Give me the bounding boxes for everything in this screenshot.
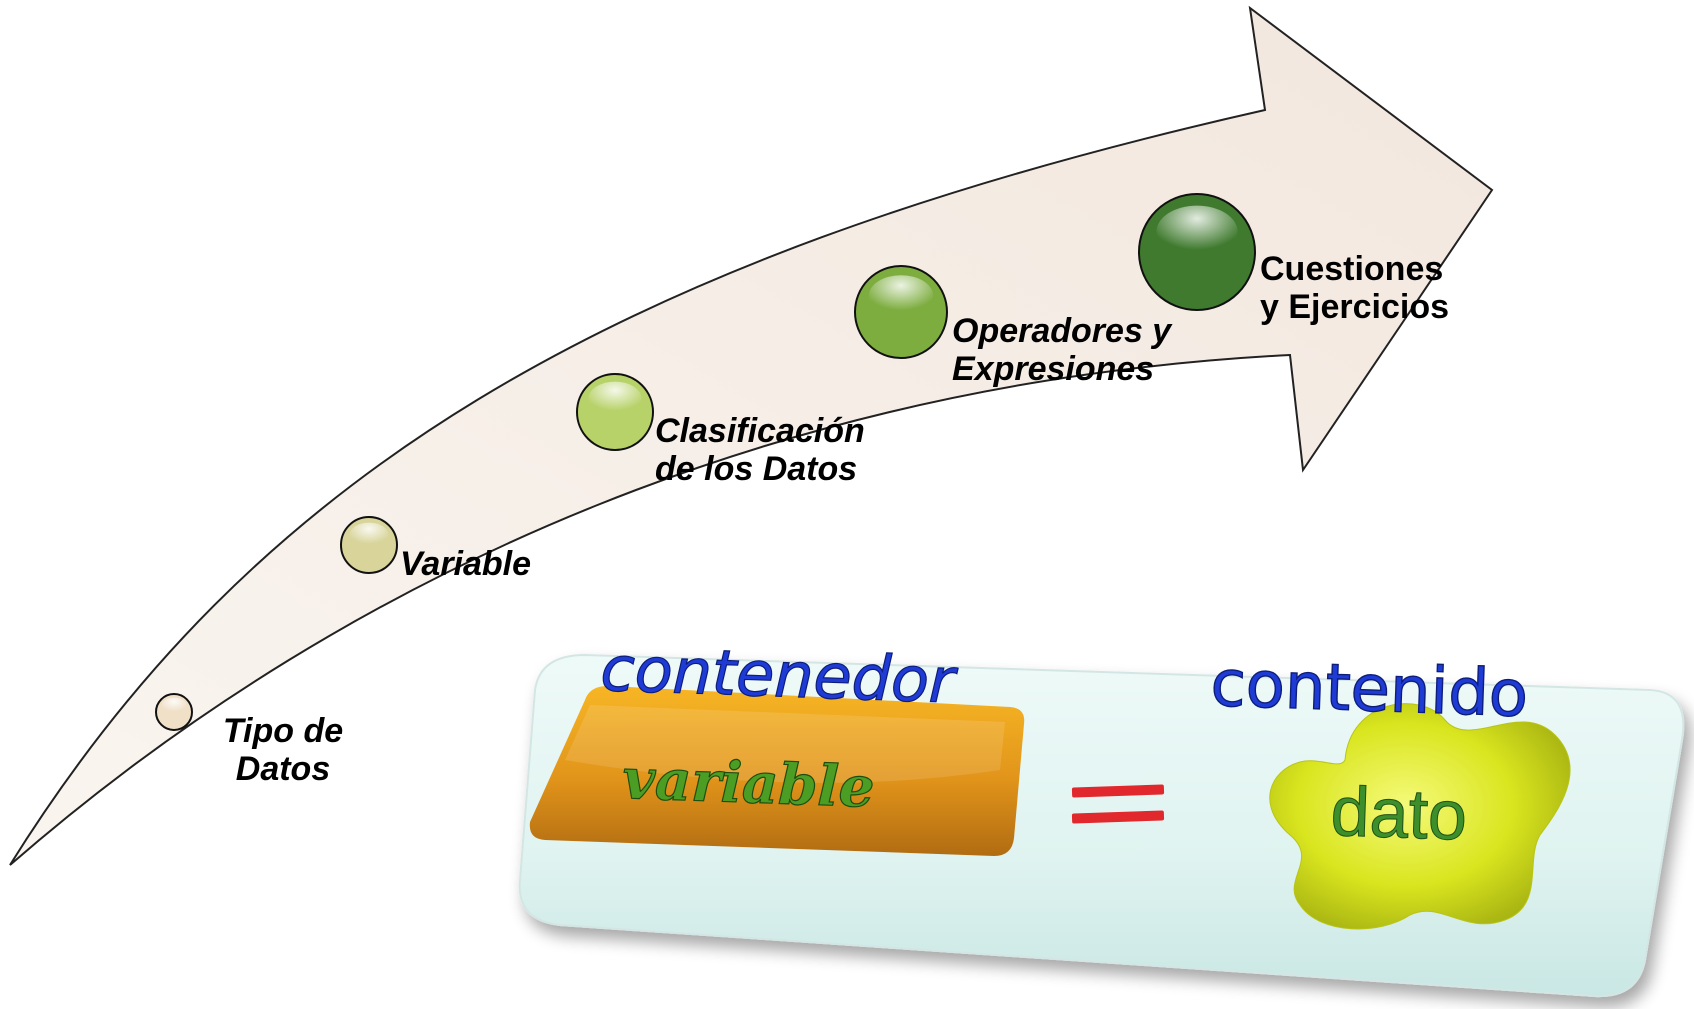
step-label-line: Expresiones [952,350,1155,388]
step-label-line: y Ejercicios [1260,288,1450,326]
step-label-line: Variable [400,545,532,583]
step-label-line: Tipo de [222,712,344,750]
step-ball-highlight [161,697,187,714]
step-label-line: de los Datos [655,450,858,488]
data-blob [1269,703,1571,930]
variable-plate [529,685,1025,856]
step-label-clasificacion: Clasificación de los Datos [655,412,865,488]
step-balls [155,193,1256,731]
step-label-operadores: Operadores y Expresiones [952,312,1171,388]
step-ball-highlight [868,275,934,317]
step-label-tipo-de-datos: Tipo de Datos [218,712,348,788]
step-label-line: Datos [235,750,331,788]
step-label-line: Cuestiones [1260,250,1444,288]
container-word: contenedor [599,632,959,717]
step-label-line: Clasificación [655,412,865,450]
content-word: contenido [1209,647,1529,732]
progress-arrow [9,5,1494,866]
equals-sign [1071,784,1165,824]
step-ball-highlight [588,381,642,416]
step-label-cuestiones: Cuestiones y Ejercicios [1260,250,1449,326]
step-label-line: Operadores y [952,312,1172,350]
step-label-variable: Variable [400,545,531,583]
data-word: dato [1329,772,1468,855]
variable-word: variable [622,746,876,821]
step-ball-highlight [1156,205,1238,258]
step-ball-highlight [349,522,389,548]
